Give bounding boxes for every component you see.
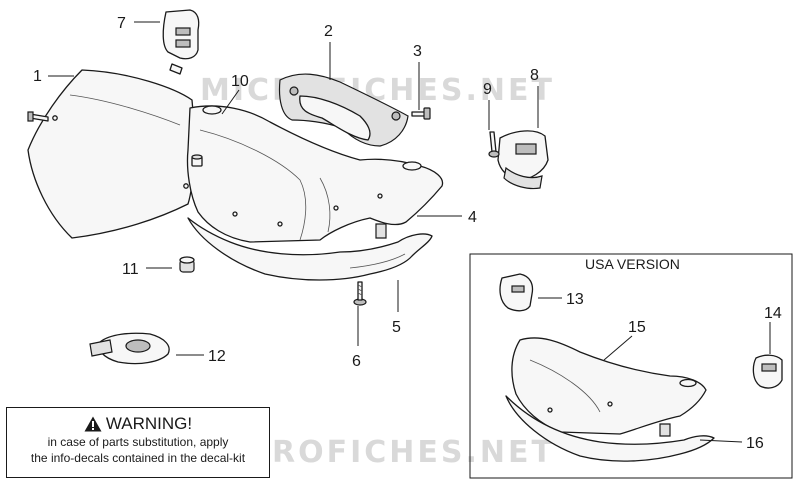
callout-9: 9 — [483, 81, 492, 98]
part-5-lower-cover — [187, 217, 433, 281]
callout-6: 6 — [352, 353, 361, 370]
callout-16: 16 — [746, 435, 764, 452]
part-6-screw — [353, 281, 367, 306]
callout-numbers: 1 2 3 4 5 6 7 8 9 10 11 12 13 14 15 16 — [33, 15, 782, 452]
part-14-switch-housing — [752, 354, 783, 389]
warning-line-2: the info-decals contained in the decal-k… — [30, 451, 246, 465]
part-7-bracket — [162, 9, 200, 75]
screw-1 — [27, 111, 49, 122]
leader-lines — [48, 21, 771, 443]
callout-14: 14 — [764, 305, 782, 322]
callout-8: 8 — [530, 67, 539, 84]
usa-version-title: USA VERSION — [585, 256, 680, 272]
usa-version-frame — [469, 253, 793, 479]
callout-12: 12 — [208, 348, 226, 365]
callout-2: 2 — [324, 23, 333, 40]
warning-header: WARNING! — [7, 414, 269, 434]
part-8-switch-housing — [497, 130, 549, 190]
callout-11: 11 — [122, 261, 139, 278]
callout-3: 3 — [413, 43, 422, 60]
warning-title: WARNING! — [105, 414, 193, 433]
callout-7: 7 — [117, 15, 126, 32]
part-11-plug — [179, 256, 195, 273]
callout-5: 5 — [392, 319, 401, 336]
part-16-lower-cover — [505, 395, 715, 462]
callout-1: 1 — [33, 68, 42, 85]
part-4-handlebar-cover — [186, 105, 444, 243]
part-13-bracket — [499, 273, 534, 312]
warning-box: WARNING! in case of parts substitution, … — [6, 407, 270, 478]
callout-4: 4 — [468, 209, 477, 226]
part-10-spacer — [191, 154, 203, 167]
warning-triangle-icon — [84, 416, 102, 432]
callout-10: 10 — [231, 73, 249, 90]
part-1-windscreen — [27, 69, 195, 239]
part-2-panel-cover — [278, 73, 409, 147]
part-3-screw — [411, 107, 431, 120]
part-9-screw — [488, 131, 500, 158]
part-15-handlebar-cover — [511, 337, 707, 435]
callout-15: 15 — [628, 319, 646, 336]
warning-line-1: in case of parts substitution, apply — [47, 435, 229, 449]
callout-13: 13 — [566, 291, 584, 308]
part-12-plate — [89, 332, 170, 365]
